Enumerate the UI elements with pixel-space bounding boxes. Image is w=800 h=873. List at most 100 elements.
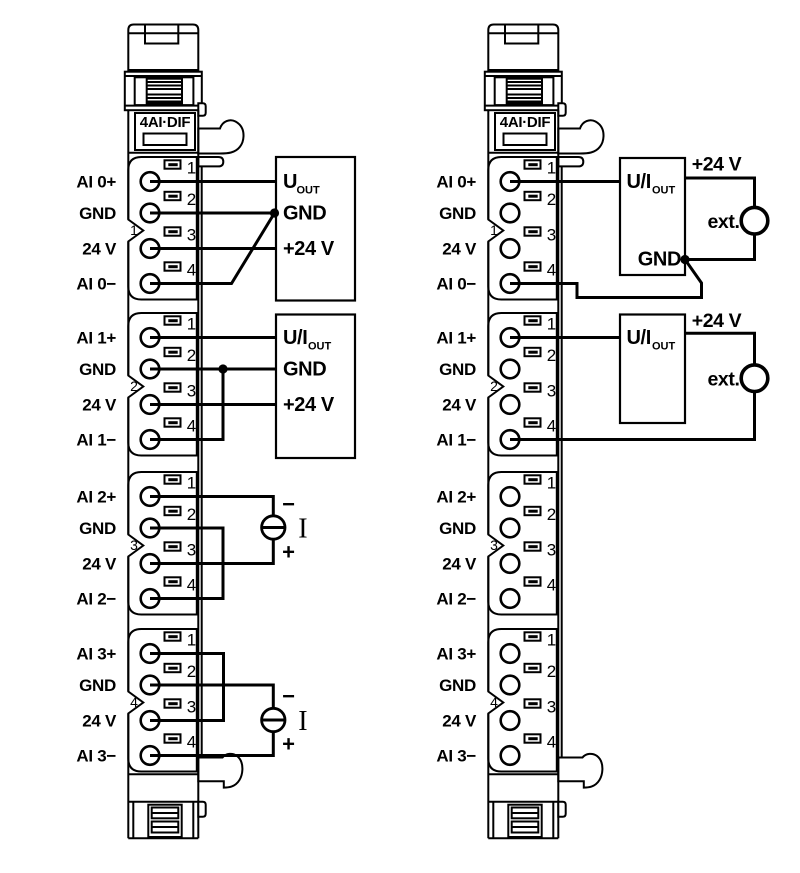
box-supply-label: +24 V [283, 238, 335, 260]
pin-number: 4 [187, 261, 196, 280]
pin-number: 1 [547, 631, 556, 650]
polarity-minus: − [282, 492, 295, 517]
pin-number: 3 [547, 698, 556, 717]
pin-label: AI 3+ [76, 645, 116, 664]
pin-label: 24 V [82, 712, 117, 731]
pin-number: 1 [547, 315, 556, 334]
box-title-subscript: OUT [652, 341, 676, 353]
pin-label: AI 2+ [76, 488, 116, 507]
supply-label: +24 V [692, 310, 742, 332]
group-number: 2 [130, 378, 138, 394]
pin-label: AI 1− [76, 431, 116, 450]
ext-label: ext. [707, 369, 739, 391]
box-title: U/I [627, 327, 651, 349]
pin-label: 24 V [442, 555, 477, 574]
ext-supply-icon [739, 205, 770, 236]
pin-label: AI 1− [436, 431, 476, 450]
pin-number: 3 [187, 698, 196, 717]
supply-label: +24 V [692, 154, 742, 176]
pin-number: 1 [187, 631, 196, 650]
pin-number: 3 [547, 226, 556, 245]
pin-label: 24 V [442, 712, 477, 731]
group-number: 3 [130, 537, 138, 553]
pin-label: 24 V [82, 396, 117, 415]
pin-label: 24 V [82, 555, 117, 574]
pin-number: 3 [187, 541, 196, 560]
sensor-box [618, 313, 687, 425]
group-number: 3 [490, 537, 498, 553]
pin-label: AI 3− [76, 747, 116, 766]
pin-label: AI 1+ [436, 329, 476, 348]
pin-number: 4 [187, 417, 196, 436]
pin-number: 2 [187, 346, 196, 365]
junction-dot [269, 208, 280, 218]
wire [150, 369, 225, 441]
pin-number: 4 [547, 417, 556, 436]
pin-number: 4 [547, 261, 556, 280]
voltage-sensor-box [274, 155, 357, 302]
group-number: 1 [490, 222, 498, 238]
pin-number: 1 [547, 474, 556, 493]
box-title-subscript: OUT [297, 185, 321, 197]
box-gnd-label: GND [283, 203, 326, 225]
sensor-box [618, 156, 687, 277]
polarity-minus: − [282, 684, 295, 709]
group-number: 4 [490, 694, 498, 710]
junction-dot [680, 254, 690, 265]
pin-label: AI 2− [436, 590, 476, 609]
pin-number: 2 [547, 505, 556, 524]
pin-number: 3 [547, 382, 556, 401]
pin-label: AI 0− [76, 275, 116, 294]
polarity-plus: + [282, 732, 295, 757]
pin-number: 3 [187, 226, 196, 245]
wire [510, 258, 703, 299]
pin-label: AI 1+ [76, 329, 116, 348]
pin-label: 24 V [82, 240, 117, 259]
pin-number: 1 [547, 159, 556, 178]
pin-label: GND [79, 676, 116, 695]
pin-label: GND [439, 204, 476, 223]
pin-label: AI 2− [76, 590, 116, 609]
box-gnd-label: GND [638, 249, 681, 271]
pin-label: 24 V [442, 240, 477, 259]
box-title: U/I [283, 327, 307, 349]
box-gnd-label: GND [283, 359, 326, 381]
ext-label: ext. [707, 211, 739, 233]
pin-label: GND [439, 360, 476, 379]
pin-number: 2 [187, 505, 196, 524]
pin-label: AI 0− [436, 275, 476, 294]
pin-number: 4 [547, 733, 556, 752]
group-number: 4 [130, 694, 138, 710]
pin-number: 1 [187, 474, 196, 493]
wire [150, 652, 225, 722]
polarity-plus: + [282, 540, 295, 565]
pin-label: GND [439, 676, 476, 695]
box-supply-label: +24 V [283, 394, 335, 416]
io-module-left: 4AI·DIF 1 2 3 4 AI 0+ GND 24 V AI 0− AI … [76, 23, 357, 840]
wire [150, 212, 276, 285]
current-label: I [298, 514, 307, 545]
group-number: 1 [130, 222, 138, 238]
pin-number: 2 [547, 346, 556, 365]
pin-number: 4 [547, 576, 556, 595]
pin-number: 1 [187, 315, 196, 334]
pin-label: GND [79, 360, 116, 379]
pin-number: 2 [547, 190, 556, 209]
pin-label: GND [79, 519, 116, 538]
box-title: U/I [627, 171, 651, 193]
pin-label: AI 3+ [436, 645, 476, 664]
pin-label: AI 0+ [76, 173, 116, 192]
pin-number: 3 [187, 382, 196, 401]
pin-label: GND [79, 204, 116, 223]
pin-label: AI 0+ [436, 173, 476, 192]
pin-label: AI 2+ [436, 488, 476, 507]
group-number: 2 [490, 378, 498, 394]
pin-number: 2 [187, 662, 196, 681]
pin-number: 3 [547, 541, 556, 560]
box-title-subscript: OUT [652, 185, 676, 197]
box-title: U [283, 171, 297, 193]
box-title-subscript: OUT [308, 341, 332, 353]
device-label: 4AI·DIF [500, 114, 551, 131]
pin-number: 1 [187, 159, 196, 178]
